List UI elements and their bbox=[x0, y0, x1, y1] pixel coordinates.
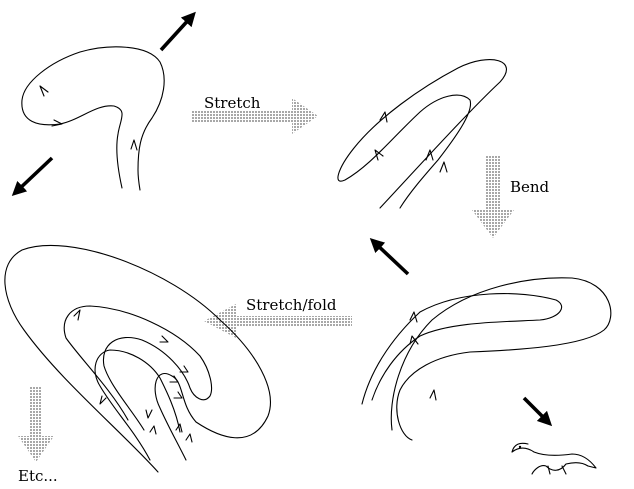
stretch-out-arrow-icon bbox=[16, 158, 52, 192]
stretch-fold-label: Stretch/fold bbox=[246, 296, 337, 314]
little-dinosaur-icon bbox=[512, 443, 596, 474]
etc-process-arrow-icon bbox=[18, 386, 54, 462]
stretch-label: Stretch bbox=[204, 94, 261, 112]
bend-arrow-icon bbox=[374, 242, 408, 274]
bend-label: Bend bbox=[510, 178, 550, 196]
stretch-out-arrow-icon bbox=[161, 16, 192, 50]
bend-arrow-icon bbox=[524, 398, 548, 422]
bend-process-arrow-icon bbox=[472, 156, 514, 238]
etc-label: Etc... bbox=[18, 467, 58, 485]
stage-3-bent-shape bbox=[362, 278, 611, 440]
stage-2-stretched-shape bbox=[338, 60, 507, 208]
